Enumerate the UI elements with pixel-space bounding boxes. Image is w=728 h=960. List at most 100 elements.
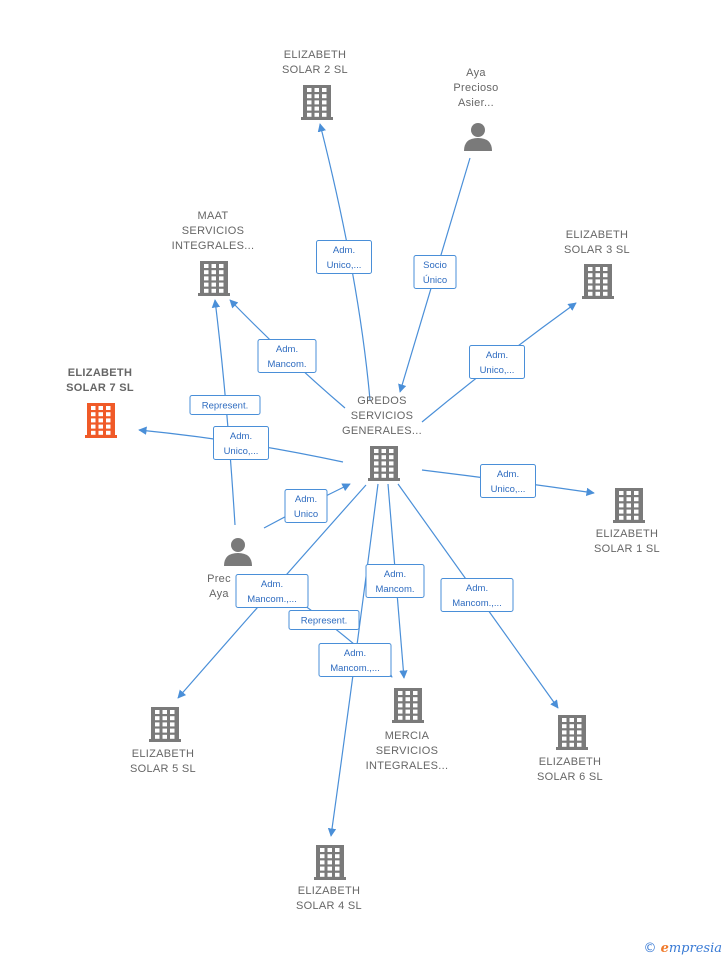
building-icon bbox=[301, 85, 333, 120]
relation-label[interactable]: Adm. Unico,... bbox=[213, 426, 269, 460]
node-label: Asier... bbox=[458, 97, 494, 109]
node-label: MAAT bbox=[198, 210, 229, 222]
node-label: SERVICIOS bbox=[376, 745, 438, 757]
node-label: SOLAR 1 SL bbox=[594, 543, 660, 555]
building-icon bbox=[85, 403, 117, 438]
relation-label-box bbox=[284, 489, 328, 523]
copyright-symbol: © bbox=[643, 941, 657, 956]
node-label: ELIZABETH bbox=[298, 885, 361, 897]
relation-label-text: Adm. bbox=[497, 469, 519, 480]
node-label: Aya bbox=[209, 588, 229, 600]
node-label: ELIZABETH bbox=[566, 229, 629, 241]
node-label: GREDOS bbox=[357, 395, 406, 407]
relation-label-text: Unico,... bbox=[224, 446, 259, 457]
company-node[interactable]: ELIZABETH SOLAR 2 SL bbox=[282, 49, 348, 120]
building-icon bbox=[368, 446, 400, 481]
relation-label-box bbox=[413, 255, 457, 289]
relation-label[interactable]: Adm. Mancom.,... bbox=[235, 574, 309, 608]
building-icon bbox=[149, 707, 181, 742]
relation-label-box bbox=[316, 240, 372, 274]
relation-label-text: Adm. bbox=[295, 494, 317, 505]
relation-label[interactable]: Represent. bbox=[189, 395, 261, 415]
relation-label-text: Adm. bbox=[261, 579, 283, 590]
relation-label-text: Adm. bbox=[384, 569, 406, 580]
node-label: SOLAR 2 SL bbox=[282, 64, 348, 76]
relation-label-text: Mancom.,... bbox=[330, 663, 380, 674]
relation-label-text: Adm. bbox=[486, 350, 508, 361]
company-node[interactable]: MERCIA SERVICIOS INTEGRALES... bbox=[366, 688, 449, 772]
node-label: MERCIA bbox=[385, 730, 430, 742]
relation-label-text: Único bbox=[423, 275, 447, 286]
node-label: ELIZABETH bbox=[132, 748, 195, 760]
node-label: Aya bbox=[466, 67, 486, 79]
building-icon bbox=[582, 264, 614, 299]
relation-label-box bbox=[365, 564, 425, 598]
company-node[interactable]: ELIZABETH SOLAR 6 SL bbox=[537, 715, 603, 783]
relation-label-text: Adm. bbox=[344, 648, 366, 659]
relation-label[interactable]: Adm.Mancom. bbox=[257, 339, 317, 373]
node-label: INTEGRALES... bbox=[172, 240, 255, 252]
relation-label[interactable]: Adm.Unico,... bbox=[316, 240, 372, 274]
node-label: SOLAR 7 SL bbox=[66, 382, 134, 394]
relation-label[interactable]: Represent. bbox=[288, 610, 360, 630]
node-label: SOLAR 4 SL bbox=[296, 900, 362, 912]
relation-label-text: Adm. bbox=[230, 431, 252, 442]
relation-label[interactable]: Adm. Mancom. bbox=[365, 564, 425, 598]
relation-label-text: Socio bbox=[423, 260, 447, 271]
relation-label-text: Mancom.,... bbox=[247, 594, 297, 605]
company-node[interactable]: MAAT SERVICIOS INTEGRALES... bbox=[172, 210, 255, 296]
relation-label[interactable]: Adm. Unico bbox=[284, 489, 328, 523]
building-icon bbox=[198, 261, 230, 296]
node-label: SOLAR 6 SL bbox=[537, 771, 603, 783]
person-icon bbox=[224, 538, 252, 566]
company-node[interactable]: ELIZABETH SOLAR 1 SL bbox=[594, 488, 660, 555]
brand-initial: e bbox=[660, 941, 669, 956]
relation-label-box bbox=[257, 339, 317, 373]
relation-label-text: Unico,... bbox=[480, 365, 515, 376]
node-label: SERVICIOS bbox=[182, 225, 244, 237]
relation-label-text: Mancom.,... bbox=[452, 598, 502, 609]
node-label: ELIZABETH bbox=[68, 367, 132, 379]
relation-label-box bbox=[189, 395, 261, 415]
relation-label[interactable]: Adm. Unico,... bbox=[469, 345, 525, 379]
relation-label-box bbox=[469, 345, 525, 379]
relation-label[interactable]: Adm. Unico,... bbox=[480, 464, 536, 498]
company-node[interactable]: GREDOSSERVICIOSGENERALES... bbox=[342, 395, 422, 481]
building-icon bbox=[613, 488, 645, 523]
relation-label-text: Represent. bbox=[202, 401, 248, 412]
relation-label-box bbox=[440, 578, 514, 612]
node-label: GENERALES... bbox=[342, 425, 422, 437]
relation-label-text: Adm. bbox=[276, 344, 298, 355]
node-label: Precioso bbox=[453, 82, 498, 94]
node-label: ELIZABETH bbox=[284, 49, 347, 61]
company-node[interactable]: ELIZABETH SOLAR 4 SL bbox=[296, 845, 362, 912]
relation-label-text: Adm. bbox=[466, 583, 488, 594]
empresia-logo: © empresia bbox=[643, 941, 722, 956]
node-label: ELIZABETH bbox=[539, 756, 602, 768]
node-label: ELIZABETH bbox=[596, 528, 659, 540]
person-icon bbox=[464, 123, 492, 151]
company-node[interactable]: ELIZABETH SOLAR 7 SL bbox=[66, 367, 134, 438]
relation-label-text: Unico,... bbox=[491, 484, 526, 495]
relation-label[interactable]: Adm. Mancom.,... bbox=[318, 643, 392, 677]
building-icon bbox=[392, 688, 424, 723]
relation-label-text: Represent. bbox=[301, 616, 347, 627]
brand-name: mpresia bbox=[668, 941, 722, 956]
node-label: Prec bbox=[207, 573, 231, 585]
building-icon bbox=[314, 845, 346, 880]
relation-label-text: Mancom. bbox=[375, 584, 414, 595]
person-node[interactable]: AyaPreciosoAsier... bbox=[453, 67, 498, 151]
relation-label[interactable]: Adm. Mancom.,... bbox=[440, 578, 514, 612]
relation-label-box bbox=[235, 574, 309, 608]
building-icon bbox=[556, 715, 588, 750]
node-label: INTEGRALES... bbox=[366, 760, 449, 772]
relation-label-text: Adm. bbox=[333, 245, 355, 256]
relation-label-text: Unico bbox=[294, 509, 318, 520]
relation-label-box bbox=[318, 643, 392, 677]
relation-label-box bbox=[213, 426, 269, 460]
